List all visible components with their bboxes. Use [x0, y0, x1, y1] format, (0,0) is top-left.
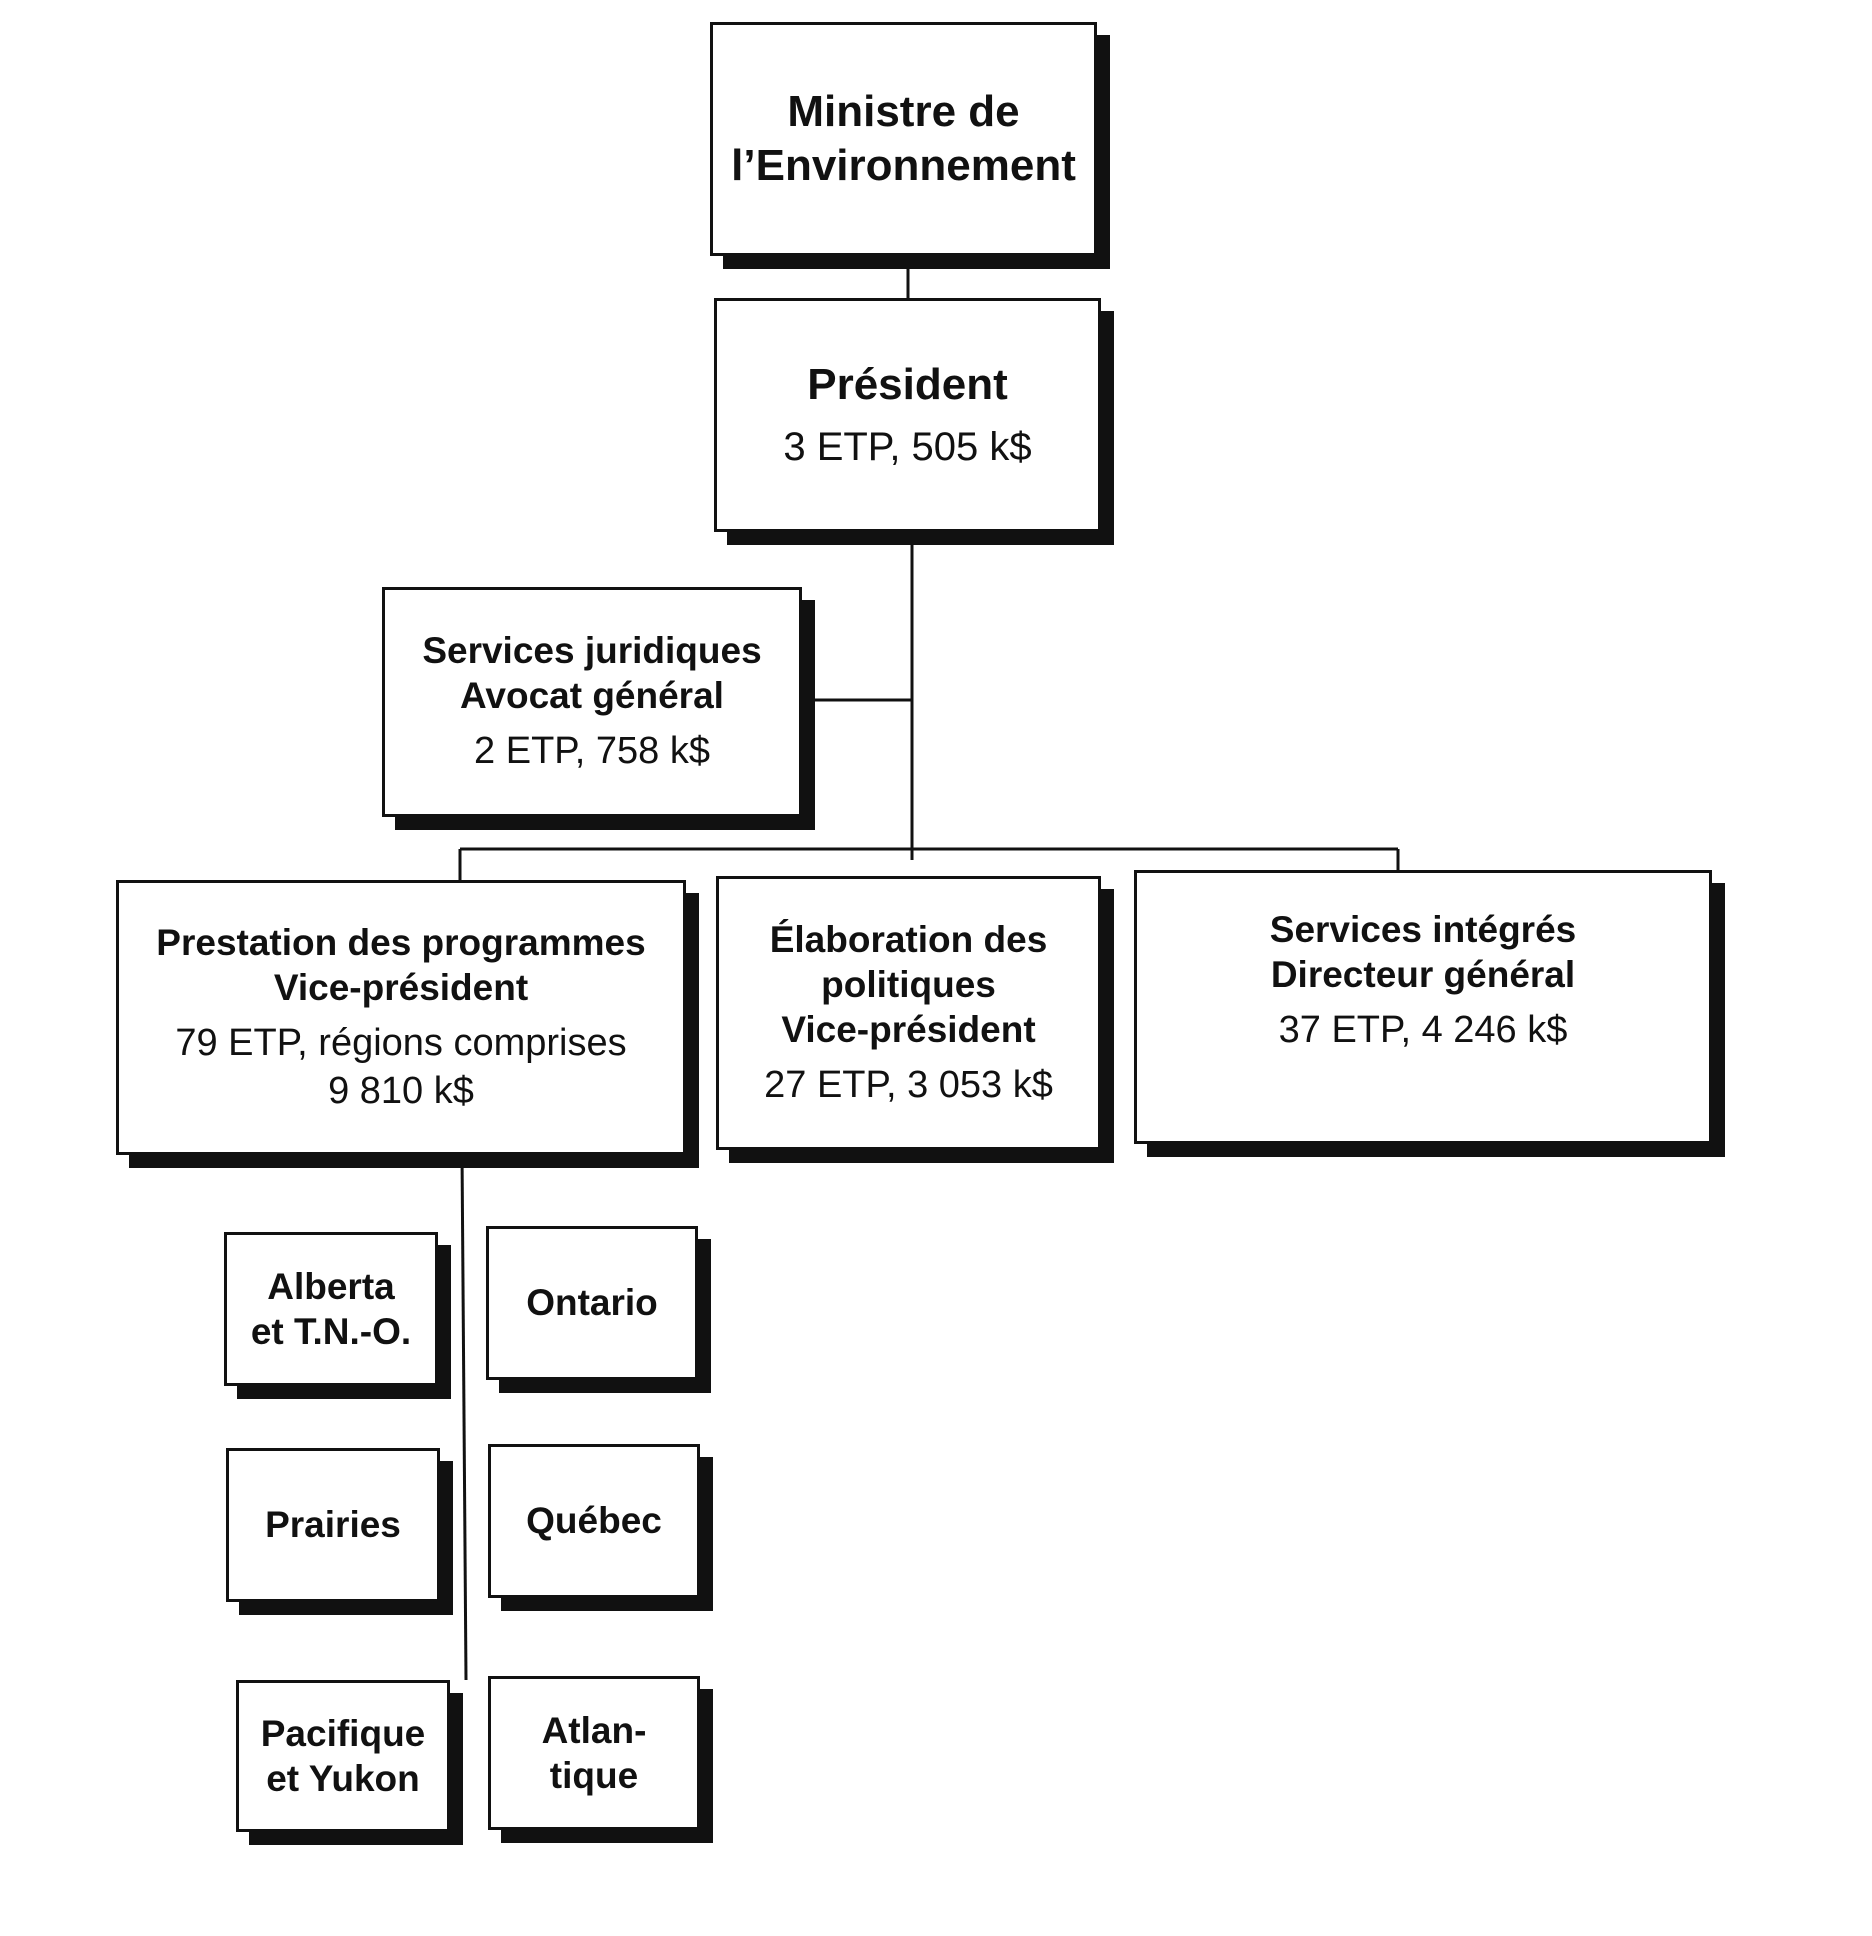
policy-title-line2: politiques — [821, 963, 996, 1005]
program-delivery-box: Prestation des programmes Vice-président… — [116, 880, 686, 1155]
corporate-stats: 37 ETP, 4 246 k$ — [1278, 1009, 1568, 1052]
prairies-label: Prairies — [265, 1504, 401, 1546]
region-prairies-box: Prairies — [226, 1448, 440, 1602]
policy-development-box: Élaboration des politiques Vice-présiden… — [716, 876, 1101, 1150]
pacific-line1: Pacifique — [260, 1712, 426, 1754]
president-stats: 3 ETP, 505 k$ — [783, 424, 1032, 469]
alberta-line2: et T.N.-O. — [250, 1311, 412, 1352]
region-atlantic-box: Atlan- tique — [488, 1676, 700, 1830]
region-quebec-box: Québec — [488, 1444, 700, 1598]
region-alberta-box: Alberta et T.N.-O. — [224, 1232, 438, 1386]
connector-programs-regions — [460, 1151, 468, 1681]
programs-stats-line2: 9 810 k$ — [328, 1069, 474, 1112]
corporate-services-box: Services intégrés Directeur général 37 E… — [1134, 870, 1712, 1144]
programs-title-line2: Vice-président — [273, 967, 529, 1008]
legal-services-box: Services juridiques Avocat général 2 ETP… — [382, 587, 802, 817]
legal-title-line2: Avocat général — [460, 675, 724, 717]
policy-title-line1: Élaboration des — [769, 918, 1048, 960]
programs-stats-line1: 79 ETP, régions comprises — [175, 1022, 627, 1065]
corporate-title-line2: Directeur général — [1270, 954, 1576, 996]
region-ontario-box: Ontario — [486, 1226, 698, 1380]
quebec-label: Québec — [526, 1500, 662, 1542]
minister-title-line1: Ministre de — [787, 87, 1020, 137]
ontario-label: Ontario — [526, 1282, 658, 1324]
policy-title-line3: Vice-président — [781, 1008, 1036, 1050]
corporate-title-line1: Services intégrés — [1269, 909, 1577, 950]
minister-title-line2: l’Environnement — [731, 141, 1076, 190]
policy-stats: 27 ETP, 3 053 k$ — [764, 1063, 1053, 1106]
region-pacific-box: Pacifique et Yukon — [236, 1680, 450, 1832]
president-box: Président 3 ETP, 505 k$ — [714, 298, 1101, 532]
president-title: Président — [807, 360, 1008, 410]
atlantic-line1: Atlan- — [541, 1709, 647, 1751]
alberta-line1: Alberta — [267, 1265, 395, 1307]
legal-stats: 2 ETP, 758 k$ — [474, 730, 710, 773]
programs-title-line1: Prestation des programmes — [156, 921, 646, 963]
atlantic-line2: tique — [549, 1755, 639, 1796]
pacific-line2: et Yukon — [266, 1758, 420, 1799]
minister-box: Ministre de l’Environnement — [710, 22, 1097, 256]
legal-title-line1: Services juridiques — [422, 630, 762, 672]
